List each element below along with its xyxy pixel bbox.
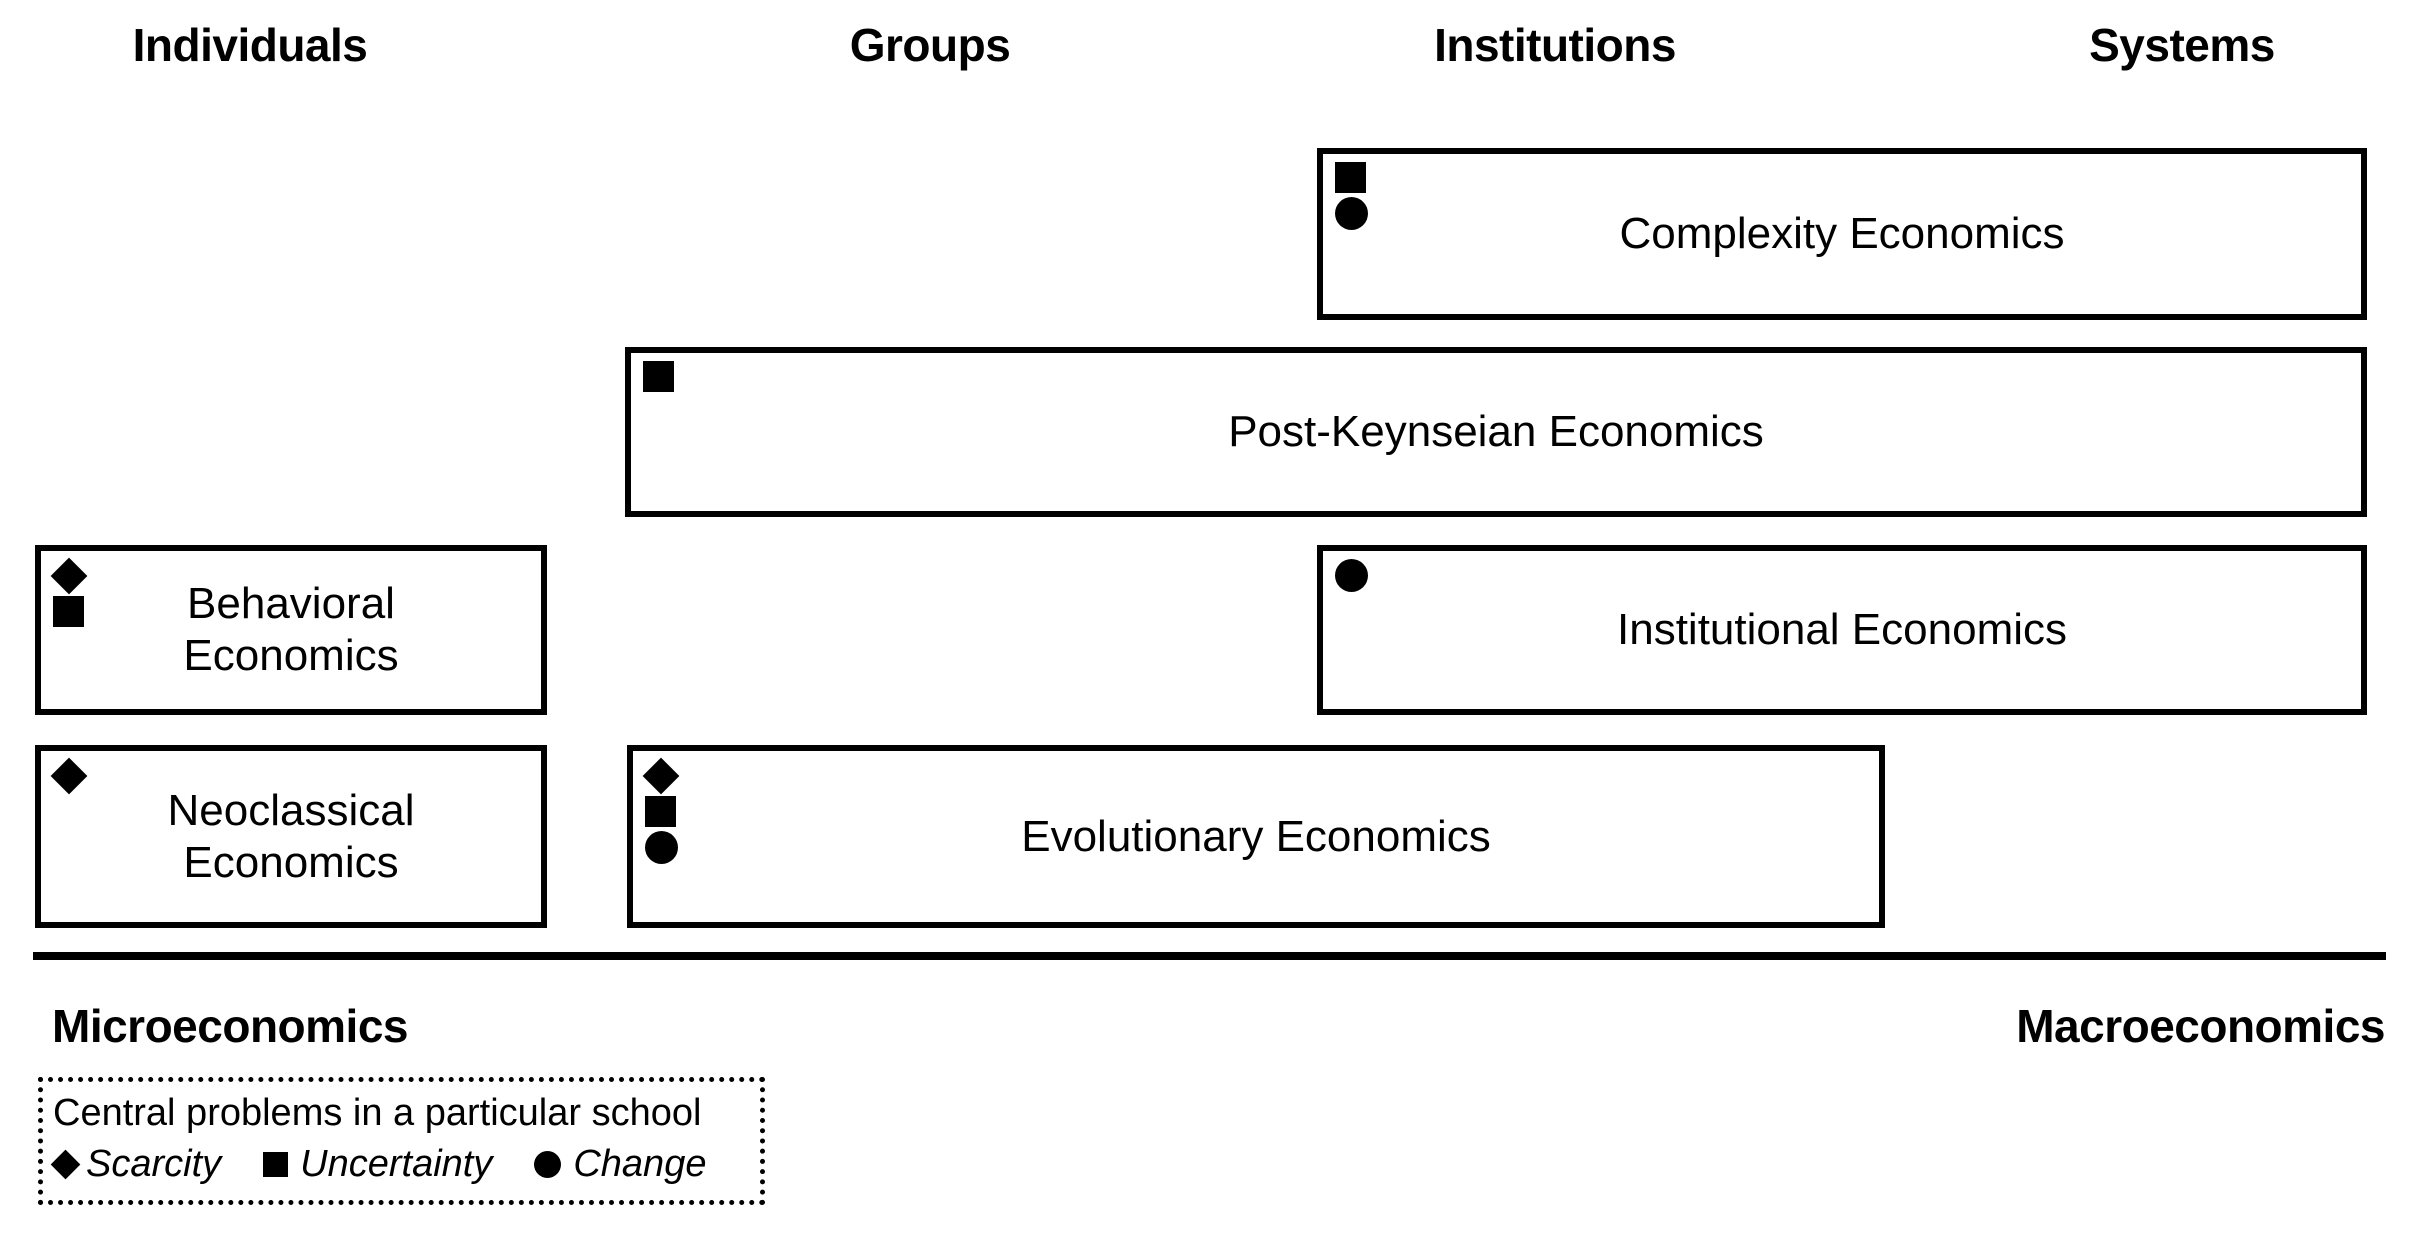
- school-label: Evolutionary Economics: [1021, 811, 1491, 861]
- school-box: Behavioral Economics: [35, 545, 547, 715]
- column-header-institutions: Institutions: [1434, 19, 1676, 71]
- school-box: Post-Keynseian Economics: [625, 347, 2367, 517]
- column-header-groups: Groups: [849, 19, 1011, 71]
- change-circle-icon: [645, 831, 678, 864]
- school-label: Institutional Economics: [1617, 605, 2067, 654]
- school-box: Evolutionary Economics: [627, 745, 1885, 928]
- legend-items: Scarcity Uncertainty Change: [50, 1142, 750, 1186]
- legend-item-label: Uncertainty: [300, 1143, 493, 1185]
- school-box: Neoclassical Economics: [35, 745, 547, 928]
- marker-stack: [1335, 162, 1368, 234]
- marker-stack: [50, 557, 88, 631]
- marker-stack: [1335, 559, 1368, 596]
- marker-stack: [643, 361, 674, 396]
- scarcity-diamond-icon: [642, 757, 680, 795]
- column-header-individuals: Individuals: [132, 19, 368, 71]
- legend-caption: Central problems in a particular school: [53, 1092, 702, 1134]
- legend-box: Central problems in a particular school …: [38, 1077, 765, 1205]
- uncertainty-square-icon: [643, 361, 674, 392]
- legend-item: Change: [534, 1142, 706, 1186]
- legend-item-label: Change: [573, 1143, 707, 1185]
- school-box: Institutional Economics: [1317, 545, 2367, 715]
- school-label: Complexity Economics: [1619, 209, 2065, 258]
- uncertainty-square-icon: [645, 796, 676, 827]
- microeconomics-axis-label: Microeconomics: [52, 1000, 409, 1052]
- change-circle-icon: [1335, 559, 1368, 592]
- marker-stack: [642, 757, 680, 868]
- macroeconomics-axis-label: Macroeconomics: [2016, 1000, 2385, 1052]
- school-label: Post-Keynseian Economics: [1228, 407, 1764, 456]
- column-header-systems: Systems: [2089, 19, 2275, 71]
- legend-item-label: Scarcity: [86, 1143, 222, 1185]
- legend-item: Scarcity: [50, 1142, 222, 1186]
- change-circle-icon: [534, 1150, 562, 1178]
- school-label: Neoclassical Economics: [167, 785, 415, 887]
- legend-item: Uncertainty: [263, 1142, 492, 1186]
- micro-macro-divider: [33, 952, 2386, 960]
- school-label: Behavioral Economics: [183, 579, 399, 680]
- change-circle-icon: [1335, 197, 1368, 230]
- scarcity-diamond-icon: [50, 1149, 81, 1179]
- uncertainty-square-icon: [263, 1151, 289, 1177]
- school-box: Complexity Economics: [1317, 148, 2367, 320]
- uncertainty-square-icon: [53, 596, 84, 627]
- uncertainty-square-icon: [1335, 162, 1366, 193]
